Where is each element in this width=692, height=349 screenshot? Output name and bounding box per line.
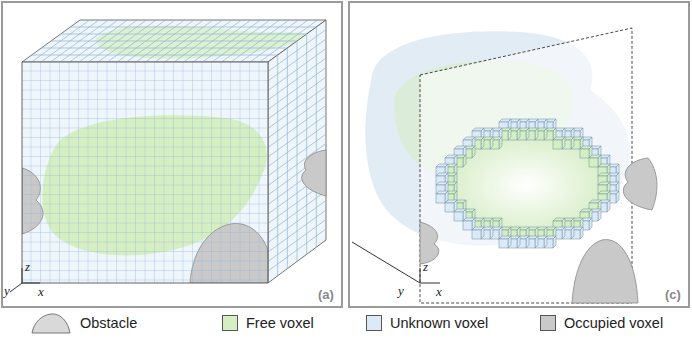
legend-swatch	[540, 315, 556, 331]
voxel-cube	[10, 20, 326, 292]
axis-label: z	[423, 259, 428, 275]
slice-view	[352, 28, 657, 303]
panel-label: (c)	[665, 287, 681, 302]
axis-label: y	[398, 283, 404, 299]
obstacle-symbol	[30, 312, 72, 334]
legend-item: Unknown voxel	[366, 313, 488, 333]
legend-item: Obstacle	[30, 313, 137, 333]
panel-label: (a)	[318, 287, 334, 302]
axis-label: x	[38, 284, 44, 300]
legend-text: Unknown voxel	[390, 315, 488, 331]
legend-swatch	[366, 315, 382, 331]
panel-frame	[349, 2, 689, 307]
axis-label: x	[436, 284, 442, 300]
axis-label: z	[25, 259, 30, 275]
legend-text: Free voxel	[246, 315, 314, 331]
legend-text: Obstacle	[80, 315, 137, 331]
legend-item: Free voxel	[222, 313, 314, 333]
legend-item: Occupied voxel	[540, 313, 663, 333]
panel-frame	[2, 2, 342, 307]
legend-text: Occupied voxel	[564, 315, 663, 331]
axis-label: y	[4, 283, 10, 299]
legend-swatch	[222, 315, 238, 331]
